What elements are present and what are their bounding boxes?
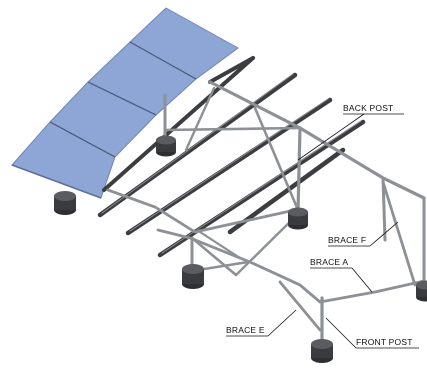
ballast-foot [416, 280, 427, 302]
rail [97, 72, 298, 218]
brace-f-pipe [381, 180, 417, 287]
back-post [296, 126, 302, 214]
back-post-label: BACK POST [343, 103, 393, 113]
brace-a-label: BRACE A [310, 257, 348, 267]
frame-beam [156, 228, 426, 304]
brace-diagonal [253, 106, 300, 212]
callout-front-post: FRONT POST [325, 317, 419, 349]
panel-gap [87, 81, 157, 116]
back-post [381, 176, 387, 242]
panel-gap [49, 121, 116, 158]
brace-e-label: BRACE E [226, 325, 265, 335]
callout-brace-f: BRACE F [328, 221, 399, 247]
ballast-foot [54, 191, 76, 215]
rail-highlight [101, 73, 294, 214]
callout-brace-a: BRACE A [310, 257, 373, 293]
brace-diagonal [190, 236, 238, 277]
callout-back-post: BACK POST [297, 103, 404, 161]
ballast-foot [288, 207, 308, 230]
brace-f-label: BRACE F [328, 235, 366, 245]
brace-diagonal [198, 230, 242, 260]
rail [227, 147, 346, 235]
frame-beam [196, 260, 250, 272]
brace-a-leader [351, 267, 373, 293]
ballast-feet [54, 135, 427, 363]
rail-highlight [161, 120, 362, 254]
ballast-foot [182, 264, 204, 289]
frame-beam [163, 126, 302, 132]
callout-brace-e: BRACE E [226, 309, 297, 337]
back-post-leader [297, 113, 365, 161]
frame-beam [106, 188, 297, 234]
brace-e-leader [267, 309, 297, 337]
brace-f-leader [369, 221, 399, 247]
front-post-leader [325, 317, 357, 349]
brace-e-pipe [278, 280, 322, 332]
panel-gap [129, 41, 197, 80]
rail-highlight [129, 98, 329, 232]
ballast-foot [156, 135, 176, 157]
ballast-foot [311, 339, 333, 363]
brace-diagonal [184, 86, 216, 152]
panel-bottom-edge [11, 164, 102, 199]
front-post-label: FRONT POST [356, 337, 413, 347]
rail [102, 56, 255, 192]
pipe-framework [106, 80, 426, 347]
solar-panel-array [11, 7, 239, 199]
top-beam [208, 80, 426, 200]
